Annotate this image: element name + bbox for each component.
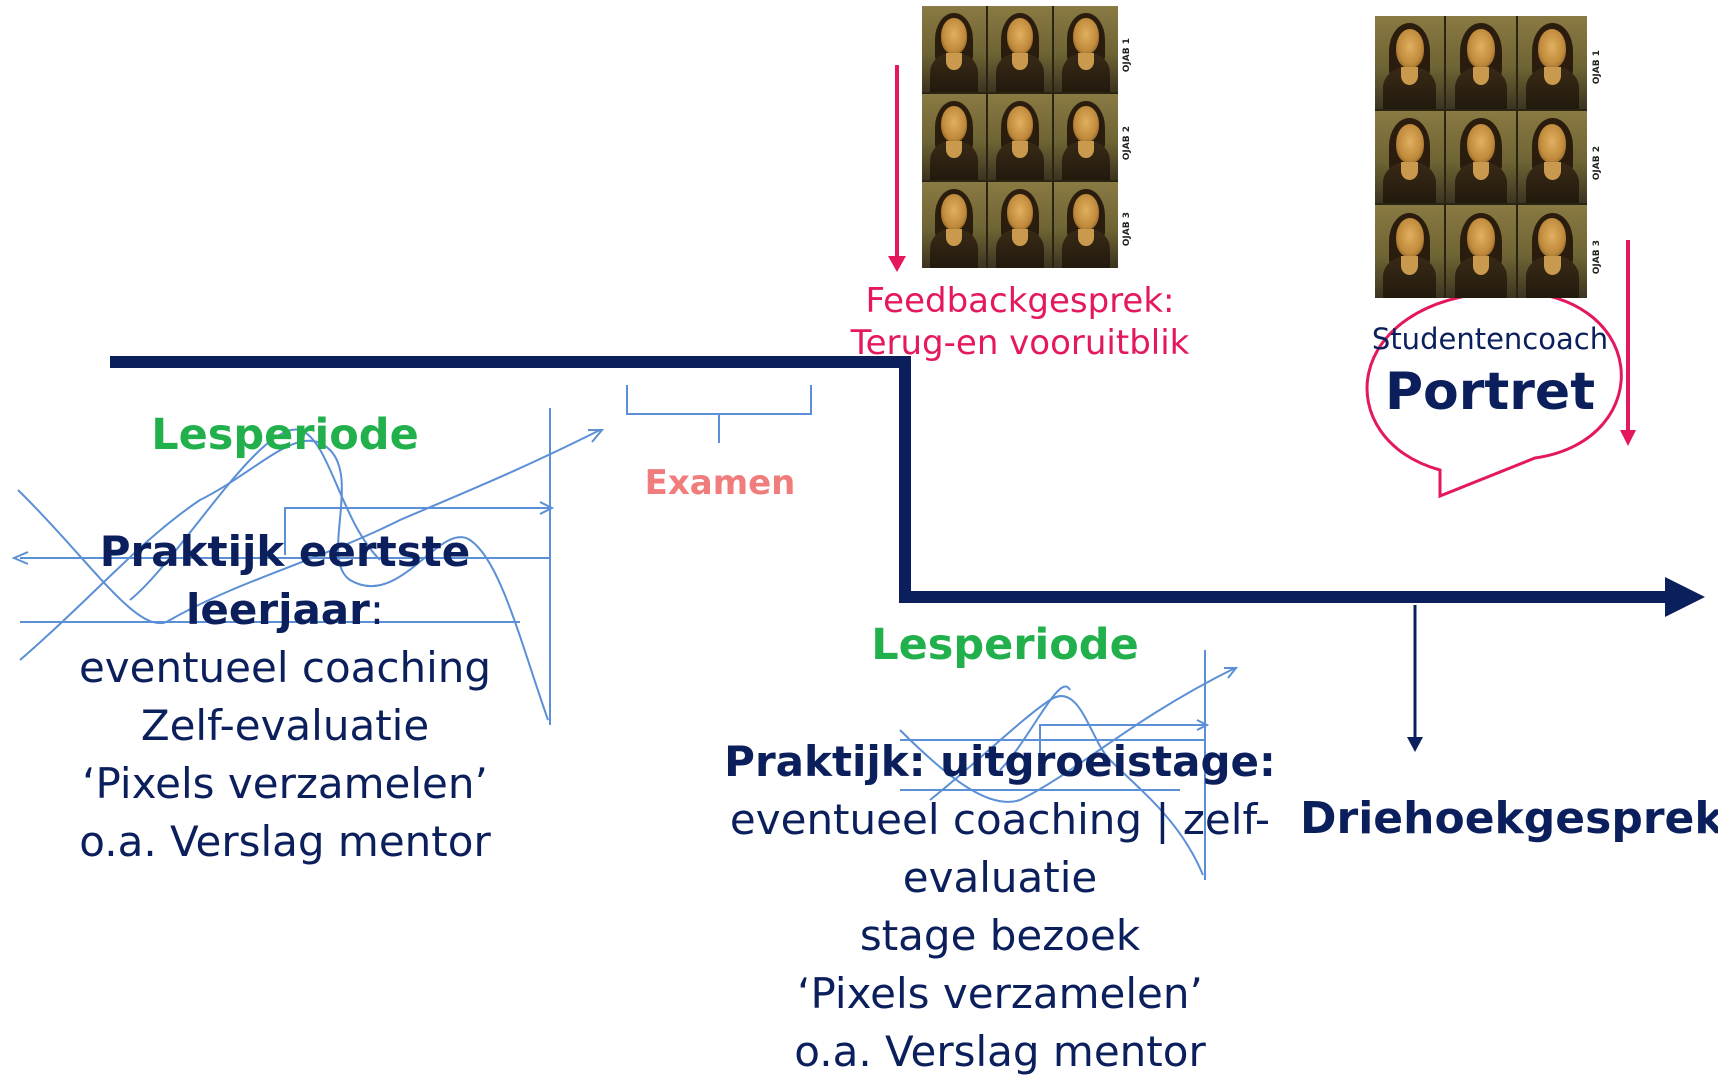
feedback-line2: Terug-en vooruitblik: [850, 323, 1190, 363]
portrait-caption: OJAB 3: [1122, 212, 1132, 247]
right-period-line: evaluatie: [902, 853, 1098, 902]
portret-arrow: [1620, 240, 1636, 446]
feedback-arrow: [888, 65, 906, 272]
portrait-image: [1517, 205, 1587, 298]
right-period-line: ‘Pixels verzamelen’: [797, 969, 1203, 1018]
portrait-image: [1375, 110, 1445, 204]
portrait-image: [988, 6, 1052, 92]
triangle-label: Driehoekgesprek: [1300, 793, 1718, 844]
portrait-caption: OJAB 3: [1592, 240, 1602, 275]
right-period-heading: Praktijk: uitgroeistage:: [724, 737, 1276, 786]
left-period-line: eventueel coaching: [78, 643, 492, 692]
portrait-caption: OJAB 2: [1592, 146, 1602, 181]
right-period-title: Lesperiode: [871, 620, 1139, 670]
portrait-caption: OJAB 2: [1122, 126, 1132, 161]
portrait-image: [1054, 6, 1118, 92]
portrait-grid-portret: [1375, 16, 1587, 298]
portrait-image: [1054, 182, 1118, 268]
portrait-image: [922, 94, 986, 180]
portrait-image: [1446, 205, 1516, 298]
left-period-heading-line2-wrap: leerjaar:: [30, 581, 540, 639]
portrait-image: [922, 6, 986, 92]
timeline-step-line: [110, 356, 1670, 603]
exam-label: Examen: [644, 463, 796, 503]
triangle-arrow: [1407, 605, 1423, 752]
portrait-image: [1517, 110, 1587, 204]
portrait-image: [1517, 16, 1587, 109]
sketch-right: [899, 650, 1239, 880]
left-period-heading-colon: :: [369, 585, 385, 634]
left-period-heading-line1: Praktijk eertste: [99, 527, 471, 576]
left-period-line: o.a. Verslag mentor: [79, 817, 491, 866]
timeline-arrowhead: [1665, 577, 1705, 617]
left-period-heading-line2: leerjaar: [185, 585, 370, 634]
bubble-big-text: Portret: [1384, 362, 1596, 422]
portrait-image: [988, 94, 1052, 180]
portrait-image: [1375, 205, 1445, 298]
right-period-block: Praktijk: uitgroeistage: eventueel coach…: [700, 733, 1300, 1081]
portrait-image: [1054, 94, 1118, 180]
portrait-image: [988, 182, 1052, 268]
exam-bracket: [626, 385, 812, 443]
left-period-line: Zelf-evaluatie: [140, 701, 430, 750]
right-period-line: eventueel coaching | zelf-: [729, 795, 1271, 844]
right-period-line: o.a. Verslag mentor: [794, 1027, 1206, 1076]
bubble-small-text: Studentencoach: [1371, 322, 1609, 356]
portrait-caption: OJAB 1: [1122, 38, 1132, 73]
portrait-caption: OJAB 1: [1592, 50, 1602, 85]
feedback-label: Feedbackgesprek: Terug-en vooruitblik: [840, 280, 1200, 364]
left-period-line: ‘Pixels verzamelen’: [82, 759, 488, 808]
portrait-image: [922, 182, 986, 268]
left-period-title: Lesperiode: [151, 410, 419, 460]
feedback-line1: Feedbackgesprek:: [865, 281, 1175, 321]
portrait-image: [1446, 16, 1516, 109]
portrait-image: [1446, 110, 1516, 204]
right-period-line: stage bezoek: [859, 911, 1141, 960]
portrait-image: [1375, 16, 1445, 109]
left-period-block: Praktijk eertste leerjaar: eventueel coa…: [30, 523, 540, 871]
sketch-left: [11, 408, 605, 725]
portrait-grid-feedback: [922, 6, 1118, 268]
